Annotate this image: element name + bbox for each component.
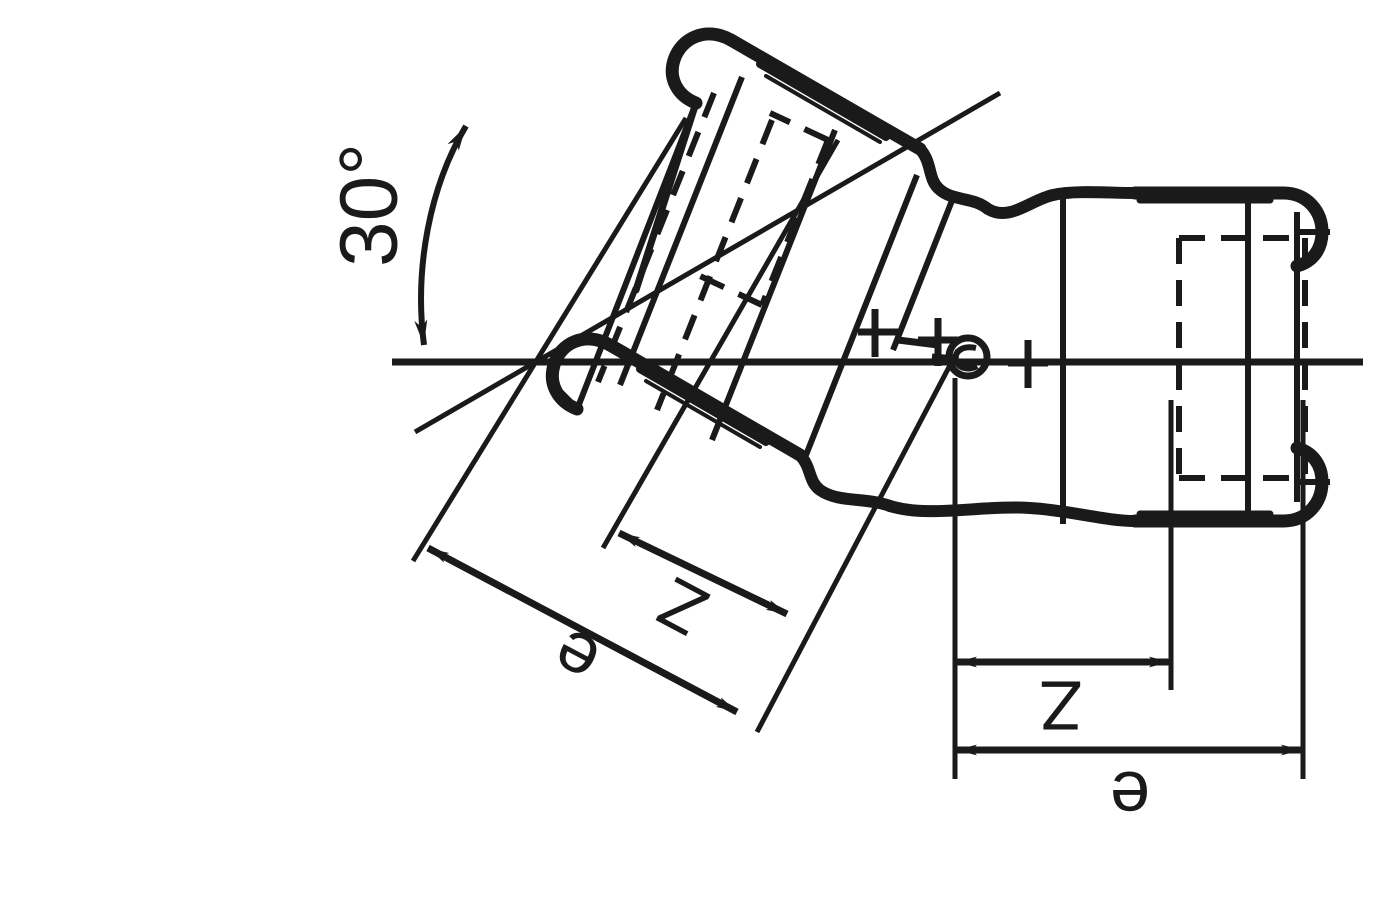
branch-e-dimension-line	[426, 544, 739, 716]
branch-hidden-socket-depth	[759, 138, 831, 307]
branch-lower-lip-return	[552, 384, 581, 413]
branch-bore-upper-edge	[617, 75, 745, 387]
branch-upper-outer-wall	[724, 33, 927, 156]
run-z-label: Z	[1040, 667, 1083, 745]
branch-z-dimension-line	[617, 529, 789, 618]
centre-mark-cross-left	[858, 309, 898, 357]
bend-lower-outer-contour	[884, 500, 1141, 527]
run-overall-dimension: e	[956, 744, 1302, 836]
centre-mark-symbol	[858, 309, 1048, 388]
branch-lower-press-bead	[636, 365, 770, 446]
branch-socket-body	[546, 27, 994, 512]
branch-hidden-cross-inner	[698, 273, 764, 308]
inclined-centre-line	[413, 90, 1002, 435]
branch-ext-end-face	[410, 116, 689, 563]
branch-body-break-line	[803, 173, 920, 457]
branch-upper-bead-roll	[665, 27, 738, 110]
run-socket-body	[1128, 186, 1329, 528]
run-e-label: e	[1110, 756, 1150, 836]
bend-upper-outer-contour	[982, 186, 1141, 220]
branch-end-face-line	[575, 101, 699, 409]
run-extension-lines	[952, 378, 1306, 779]
angle-label: 30°	[324, 143, 415, 267]
branch-ext-centre	[754, 348, 961, 734]
branch-lower-outer-wall	[603, 338, 807, 462]
branch-hidden-bore-lower	[654, 118, 775, 412]
branch-lower-bead-roll	[546, 332, 617, 416]
branch-hidden-cross-face	[768, 110, 830, 143]
centre-mark-hook	[952, 344, 979, 372]
bend-contours	[884, 186, 1141, 527]
run-socket-dimension: Z	[956, 656, 1170, 745]
branch-upper-press-bead-inner	[764, 74, 882, 144]
branch-socket-dimension: Z	[617, 529, 789, 651]
centre-lines	[392, 90, 1363, 435]
run-hidden-detail	[1176, 235, 1308, 481]
branch-upper-press-bead	[756, 60, 890, 141]
branch-e-label: e	[539, 613, 612, 702]
branch-upper-shoulder	[914, 143, 994, 215]
branch-hidden-detail	[595, 91, 831, 412]
branch-lower-press-bead-inner	[644, 379, 762, 449]
branch-extension-lines	[410, 116, 961, 734]
branch-lower-shoulder	[794, 449, 896, 512]
branch-inner-rib	[890, 191, 958, 352]
angle-dimension-group: 30°	[324, 124, 469, 346]
branch-ext-socket-stop	[600, 138, 841, 550]
angle-arc	[414, 124, 469, 346]
centre-mark-cross-right	[1008, 340, 1048, 388]
branch-hidden-bore-upper	[595, 91, 717, 384]
centre-mark-tie-upper	[897, 336, 939, 349]
